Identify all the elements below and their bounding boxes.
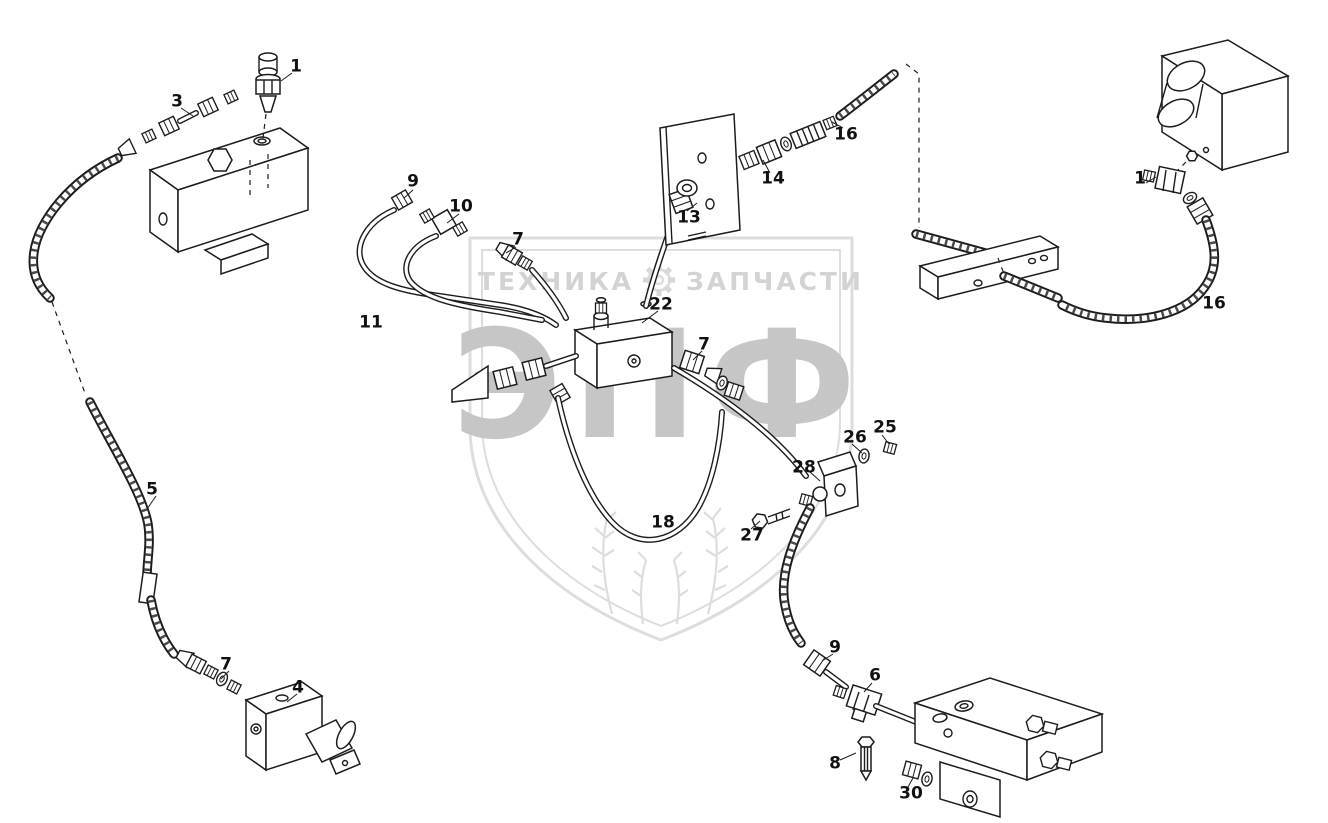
hose-16-top <box>835 69 899 121</box>
bolt-27 <box>751 508 791 529</box>
nut-25 <box>882 441 898 455</box>
tee-fitting-6 <box>832 683 883 723</box>
watermark-left-text: ТЕХНИКА <box>478 267 634 296</box>
mount-bar <box>911 229 1063 303</box>
fitting-3-chain <box>115 89 239 160</box>
distributor-block-22 <box>572 297 675 390</box>
center-manifold-assembly <box>356 189 809 543</box>
fitting-16-body <box>789 120 827 150</box>
hex-bolt <box>207 148 233 172</box>
hose-5-assembly <box>85 397 242 695</box>
right-cylinder-assembly <box>1057 39 1290 324</box>
nut-30 <box>901 760 923 780</box>
fitting-1-right <box>1141 146 1214 225</box>
tee-fitting-10 <box>419 208 468 237</box>
callout-leader-lines <box>146 72 1157 788</box>
watermark-right-text: ЗАПЧАСТИ <box>686 267 864 296</box>
fitting-chain-left-of-block <box>451 353 579 406</box>
fitting-8 <box>857 736 875 782</box>
fitting-1-top-left <box>255 52 281 139</box>
hose-to-bottom-right <box>778 503 815 648</box>
bottom-right-manifold <box>802 649 1105 819</box>
small-parts-25-28 <box>751 441 898 648</box>
hose-16-right <box>1057 215 1220 324</box>
hose-top-left <box>28 153 123 303</box>
fitting-14-chain <box>738 134 794 171</box>
washer-30 <box>919 770 935 788</box>
bracket-28 <box>798 451 859 518</box>
fitting-7-center-top <box>493 238 533 271</box>
valve-assembly-top-left <box>28 52 310 397</box>
bracket-13-assembly <box>659 63 920 246</box>
fitting-7-chain-left <box>173 646 242 695</box>
watermark: ТЕХНИКА ЗАПЧАСТИ ЭПФ <box>452 236 864 642</box>
wheat-ears <box>591 507 729 625</box>
solenoid-valve-4 <box>244 681 361 775</box>
